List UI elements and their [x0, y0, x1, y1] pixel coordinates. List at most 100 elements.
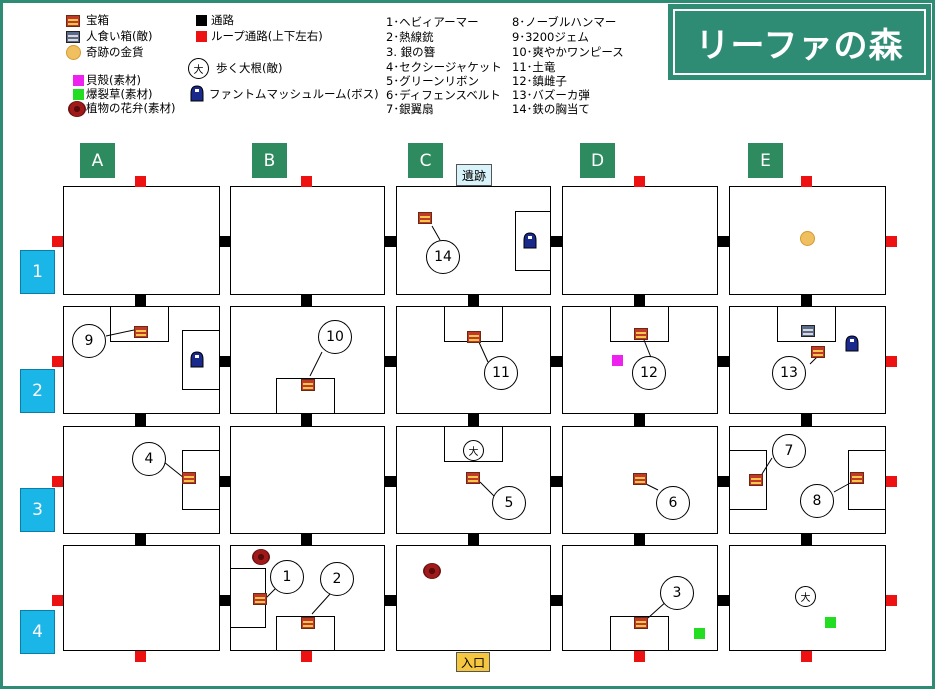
- legend-chest: 宝箱: [86, 13, 109, 27]
- item-marker-2: 2: [320, 562, 354, 596]
- passage: [468, 533, 479, 546]
- legend-shell: 貝殻(素材): [86, 73, 141, 87]
- item-10: 10･爽やかワンピース: [512, 45, 624, 59]
- item-12: 12･鎮雌子: [512, 74, 567, 88]
- item-marker-13: 13: [772, 356, 806, 390]
- loop-passage: [886, 236, 897, 247]
- loop-passage: [52, 236, 63, 247]
- passage: [468, 294, 479, 307]
- legend-loop-passage: ループ通路(上下左右): [211, 29, 323, 43]
- item-6: 6･ディフェンスベルト: [386, 88, 501, 102]
- mimic-chest[interactable]: [801, 325, 815, 337]
- treasure-chest-5[interactable]: [466, 472, 480, 484]
- item-marker-7: 7: [772, 434, 806, 468]
- boss-icon[interactable]: [842, 333, 862, 353]
- item-marker-4: 4: [132, 442, 166, 476]
- passage: [219, 595, 231, 606]
- walking-radish-enemy[interactable]: 大: [463, 440, 484, 461]
- item-2: 2･熱線銃: [386, 30, 434, 44]
- loop-passage: [801, 176, 812, 187]
- treasure-chest-13[interactable]: [811, 346, 825, 358]
- passage: [384, 236, 397, 247]
- treasure-chest-11[interactable]: [467, 331, 481, 343]
- loop-passage-icon: [196, 31, 207, 42]
- petal-material[interactable]: [252, 549, 270, 565]
- bomb-grass-material[interactable]: [694, 628, 705, 639]
- legend-passage: 通路: [211, 13, 234, 27]
- column-header-c: C: [408, 143, 443, 178]
- passage: [219, 356, 231, 367]
- passage: [801, 413, 812, 427]
- ruins-sign: 遺跡: [456, 164, 492, 186]
- radish-icon: 大: [188, 58, 209, 79]
- passage: [801, 533, 812, 546]
- item-marker-14: 14: [426, 240, 460, 274]
- item-1: 1･ヘビィアーマー: [386, 15, 479, 29]
- chest-icon: [66, 15, 80, 27]
- item-3: 3. 銀の簪: [386, 45, 436, 59]
- boss-icon[interactable]: [187, 349, 207, 369]
- passage: [550, 236, 563, 247]
- walking-radish-enemy[interactable]: 大: [795, 586, 816, 607]
- loop-passage: [52, 476, 63, 487]
- item-14: 14･鉄の胸当て: [512, 102, 590, 116]
- column-header-e: E: [748, 143, 783, 178]
- item-marker-10: 10: [318, 320, 352, 354]
- room-a1: [63, 186, 220, 295]
- treasure-chest-4[interactable]: [182, 472, 196, 484]
- treasure-chest-12[interactable]: [634, 328, 648, 340]
- treasure-chest-7[interactable]: [749, 474, 763, 486]
- loop-passage: [301, 176, 312, 187]
- passage: [301, 413, 312, 427]
- row-header-3: 3: [20, 488, 55, 532]
- boss-icon[interactable]: [520, 230, 540, 250]
- petal-material[interactable]: [423, 563, 441, 579]
- item-13: 13･バズーカ弾: [512, 88, 590, 102]
- passage: [550, 476, 563, 487]
- room-b1: [230, 186, 385, 295]
- legend-petal: 植物の花弁(素材): [86, 101, 176, 115]
- title-banner: リーファの森: [668, 4, 931, 80]
- treasure-chest-2[interactable]: [301, 617, 315, 629]
- shell-icon: [73, 75, 84, 86]
- row-header-4: 4: [20, 610, 55, 654]
- column-header-b: B: [252, 143, 287, 178]
- loop-passage: [886, 595, 897, 606]
- treasure-chest-14[interactable]: [418, 212, 432, 224]
- subroom-e3-left: [729, 450, 767, 510]
- passage: [634, 413, 645, 427]
- passage: [550, 595, 563, 606]
- passage: [135, 413, 146, 427]
- passage: [717, 476, 730, 487]
- treasure-chest-6[interactable]: [633, 473, 647, 485]
- passage: [717, 236, 730, 247]
- treasure-chest-9[interactable]: [134, 326, 148, 338]
- loop-passage: [52, 595, 63, 606]
- boss-icon: [190, 85, 204, 102]
- passage: [801, 294, 812, 307]
- bomb-grass-material[interactable]: [825, 617, 836, 628]
- passage: [717, 595, 730, 606]
- entrance-sign: 入口: [456, 652, 490, 672]
- treasure-chest-8[interactable]: [850, 472, 864, 484]
- row-header-1: 1: [20, 250, 55, 294]
- loop-passage: [301, 651, 312, 662]
- loop-passage: [886, 476, 897, 487]
- item-marker-11: 11: [484, 356, 518, 390]
- loop-passage: [634, 176, 645, 187]
- miracle-coin[interactable]: [800, 231, 815, 246]
- legend-boss: ファントムマッシュルーム(ボス): [209, 87, 379, 101]
- legend-bomb-grass: 爆裂草(素材): [86, 87, 153, 101]
- column-header-d: D: [580, 143, 615, 178]
- loop-passage: [135, 651, 146, 662]
- treasure-chest-10[interactable]: [301, 379, 315, 391]
- legend-mimic: 人食い箱(敵): [86, 29, 153, 43]
- treasure-chest-1[interactable]: [253, 593, 267, 605]
- column-header-a: A: [80, 143, 115, 178]
- shell-material[interactable]: [612, 355, 623, 366]
- passage: [634, 294, 645, 307]
- treasure-chest-3[interactable]: [634, 617, 648, 629]
- passage: [468, 413, 479, 427]
- loop-passage: [634, 651, 645, 662]
